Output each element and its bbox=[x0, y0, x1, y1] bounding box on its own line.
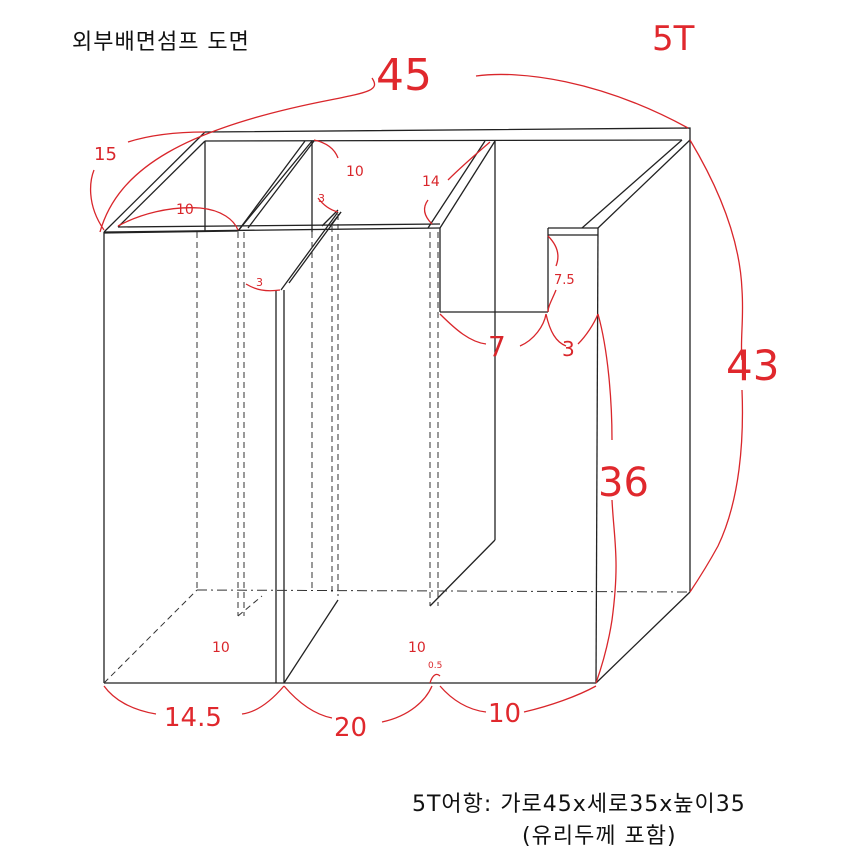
top-back-rim-lower bbox=[204, 139, 683, 142]
dimension-arcs bbox=[89, 73, 744, 723]
arc-top-left-depth bbox=[89, 131, 206, 231]
spec-line-note: (유리두께 포함) bbox=[522, 824, 677, 849]
label-total-height: 43 bbox=[726, 341, 779, 390]
sump-structure bbox=[103, 127, 691, 684]
hidden-bottom-diag-left bbox=[103, 589, 198, 684]
label-bottom-width-3: 10 bbox=[488, 699, 521, 729]
front-top-rim-inner bbox=[117, 223, 441, 228]
divider1-top bbox=[237, 140, 306, 232]
arc-notch-depth bbox=[423, 141, 491, 225]
top-back-rim bbox=[204, 127, 691, 140]
label-first-gap: 10 bbox=[176, 202, 194, 218]
arc-bottom-3 bbox=[439, 685, 597, 713]
arc-overall-width bbox=[99, 73, 689, 233]
label-notch-depth: 14 bbox=[422, 174, 440, 190]
label-front-height: 36 bbox=[598, 460, 649, 506]
weir-diag-b bbox=[288, 211, 342, 284]
label-thickness: 5T bbox=[652, 19, 695, 59]
arc-front-height bbox=[595, 313, 617, 684]
label-top-left-depth: 15 bbox=[94, 144, 117, 165]
baffle-bottom-diag bbox=[283, 599, 339, 684]
arc-bottom-1 bbox=[103, 685, 285, 715]
label-bottom-width-2: 20 bbox=[334, 713, 367, 743]
arc-first-gap bbox=[117, 207, 239, 231]
hidden-lines bbox=[103, 214, 691, 684]
label-baffle-thin: 3 bbox=[256, 276, 263, 289]
label-bottom-left-inner: 10 bbox=[212, 640, 230, 656]
label-overall-width: 45 bbox=[376, 50, 432, 101]
front-top-edge-left bbox=[103, 140, 313, 234]
hidden-bottom-diag-div bbox=[237, 595, 263, 617]
left-top-edge-inner bbox=[117, 140, 206, 228]
left-top-edge bbox=[103, 131, 206, 233]
spec-line-dimensions: 5T어항: 가로45x세로35x높이35 bbox=[412, 792, 746, 817]
front-right-vertical bbox=[595, 227, 599, 684]
notch-wall-diag bbox=[429, 539, 496, 607]
label-bottom-width-1: 14.5 bbox=[164, 703, 222, 733]
label-notch-bottom: 7 bbox=[488, 330, 506, 363]
weir-top bbox=[321, 209, 339, 227]
arc-weir-thin bbox=[317, 197, 339, 213]
hidden-back-bottom bbox=[196, 589, 691, 593]
bottom-right-edge bbox=[595, 591, 691, 684]
front-top-rim bbox=[103, 227, 441, 233]
divider1-top-b bbox=[247, 140, 315, 229]
arc-notch-side bbox=[545, 313, 599, 347]
arc-notch-height bbox=[547, 235, 559, 313]
label-notch-side: 3 bbox=[562, 337, 575, 361]
arc-total-height bbox=[689, 139, 744, 593]
weir-diag bbox=[280, 211, 339, 291]
right-top-diag bbox=[581, 139, 683, 229]
arc-bottom-2 bbox=[283, 685, 433, 723]
drawing-title: 외부배면섬프 도면 bbox=[72, 30, 250, 55]
label-weir-thin: 3 bbox=[318, 192, 325, 205]
label-bottom-right-inner: 10 bbox=[408, 640, 426, 656]
dimension-labels: 45 5T 15 10 10 3 3 14 7.5 7 3 43 36 10 1… bbox=[94, 19, 779, 743]
divider2-top bbox=[427, 140, 486, 229]
divider2-top-b bbox=[439, 140, 496, 229]
arc-baffle-thin bbox=[245, 283, 281, 292]
arc-second-gap bbox=[313, 139, 339, 159]
arc-bottom-gap bbox=[429, 673, 441, 684]
right-top-diag-b bbox=[597, 139, 691, 229]
label-notch-height: 7.5 bbox=[554, 273, 575, 288]
arc-notch-bottom bbox=[439, 313, 547, 347]
label-bottom-gap: 0.5 bbox=[428, 661, 442, 671]
label-second-gap: 10 bbox=[346, 164, 364, 180]
